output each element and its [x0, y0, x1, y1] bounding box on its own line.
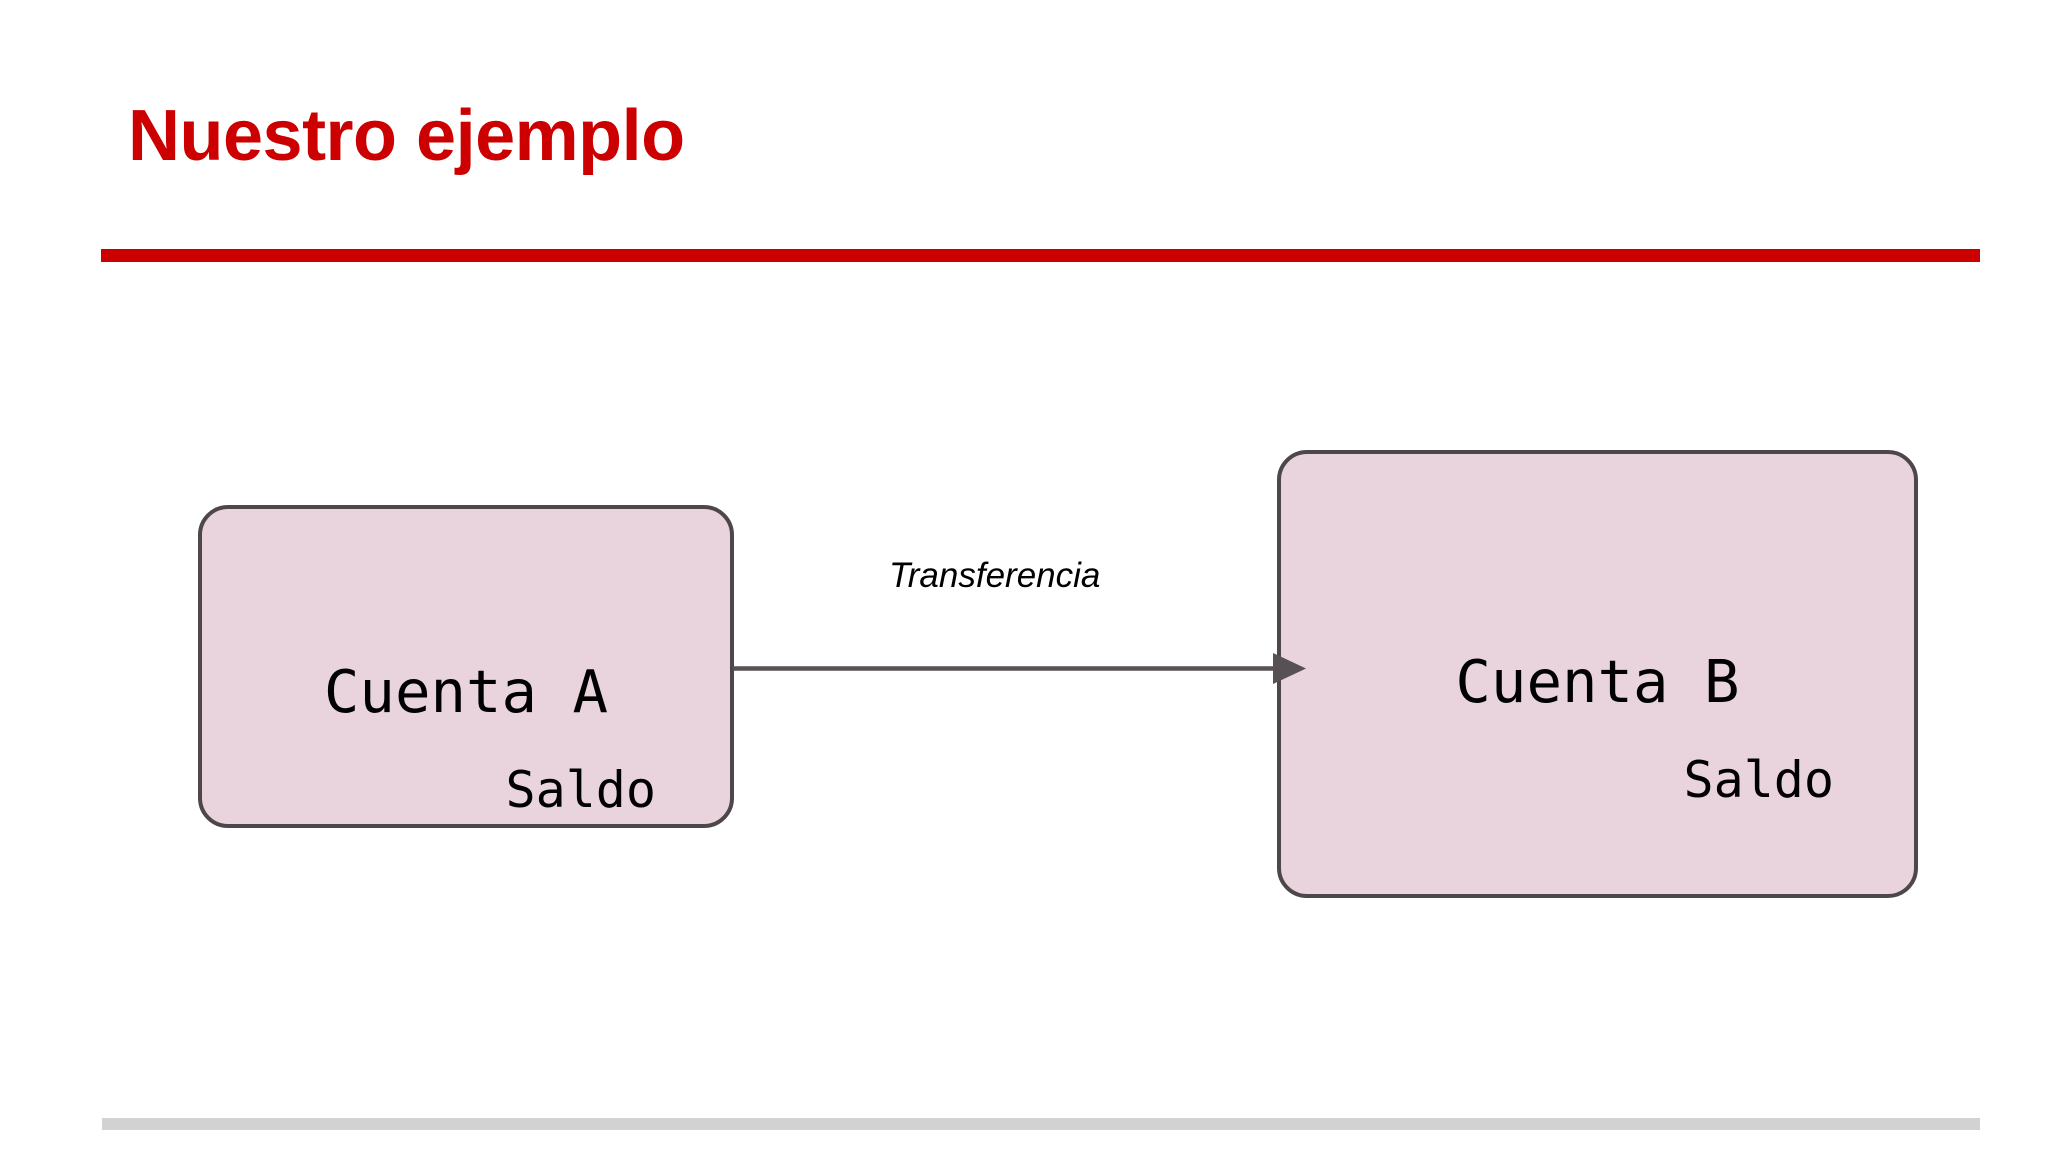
title-divider-rule — [101, 249, 1980, 262]
transfer-arrow-label: Transferencia — [889, 556, 1101, 595]
account-node-cuenta-a: Cuenta A Saldo — [198, 505, 734, 828]
arrow-right-icon — [733, 653, 1306, 684]
account-name-label: Cuenta B — [1455, 647, 1740, 716]
account-node-cuenta-b: Cuenta B Saldo — [1277, 450, 1918, 898]
transfer-arrow — [731, 640, 1306, 698]
page-title: Nuestro ejemplo — [128, 96, 685, 176]
account-balance-label: Saldo — [505, 761, 656, 819]
footer-divider-rule — [102, 1118, 1980, 1130]
account-name-label: Cuenta A — [323, 657, 609, 726]
account-balance-label: Saldo — [1683, 751, 1834, 809]
